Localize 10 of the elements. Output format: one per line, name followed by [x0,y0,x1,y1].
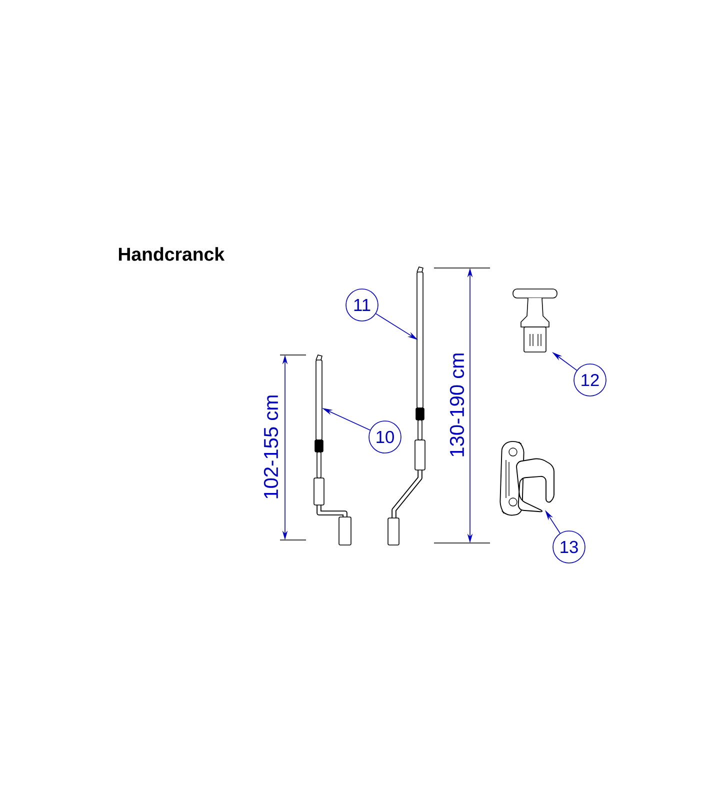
crank-part-drawing [512,288,558,352]
callout-number: 10 [368,420,402,454]
crank-part-drawing [500,440,554,516]
dimension-label: 102-155 cm [264,396,278,498]
crank-part-drawing [314,354,352,546]
title: Handcranck [118,247,225,261]
callout-number: 11 [346,288,378,322]
callout-number: 13 [552,530,586,564]
callout-number: 12 [574,364,606,396]
dimension-label: 130-190 cm [450,354,464,456]
